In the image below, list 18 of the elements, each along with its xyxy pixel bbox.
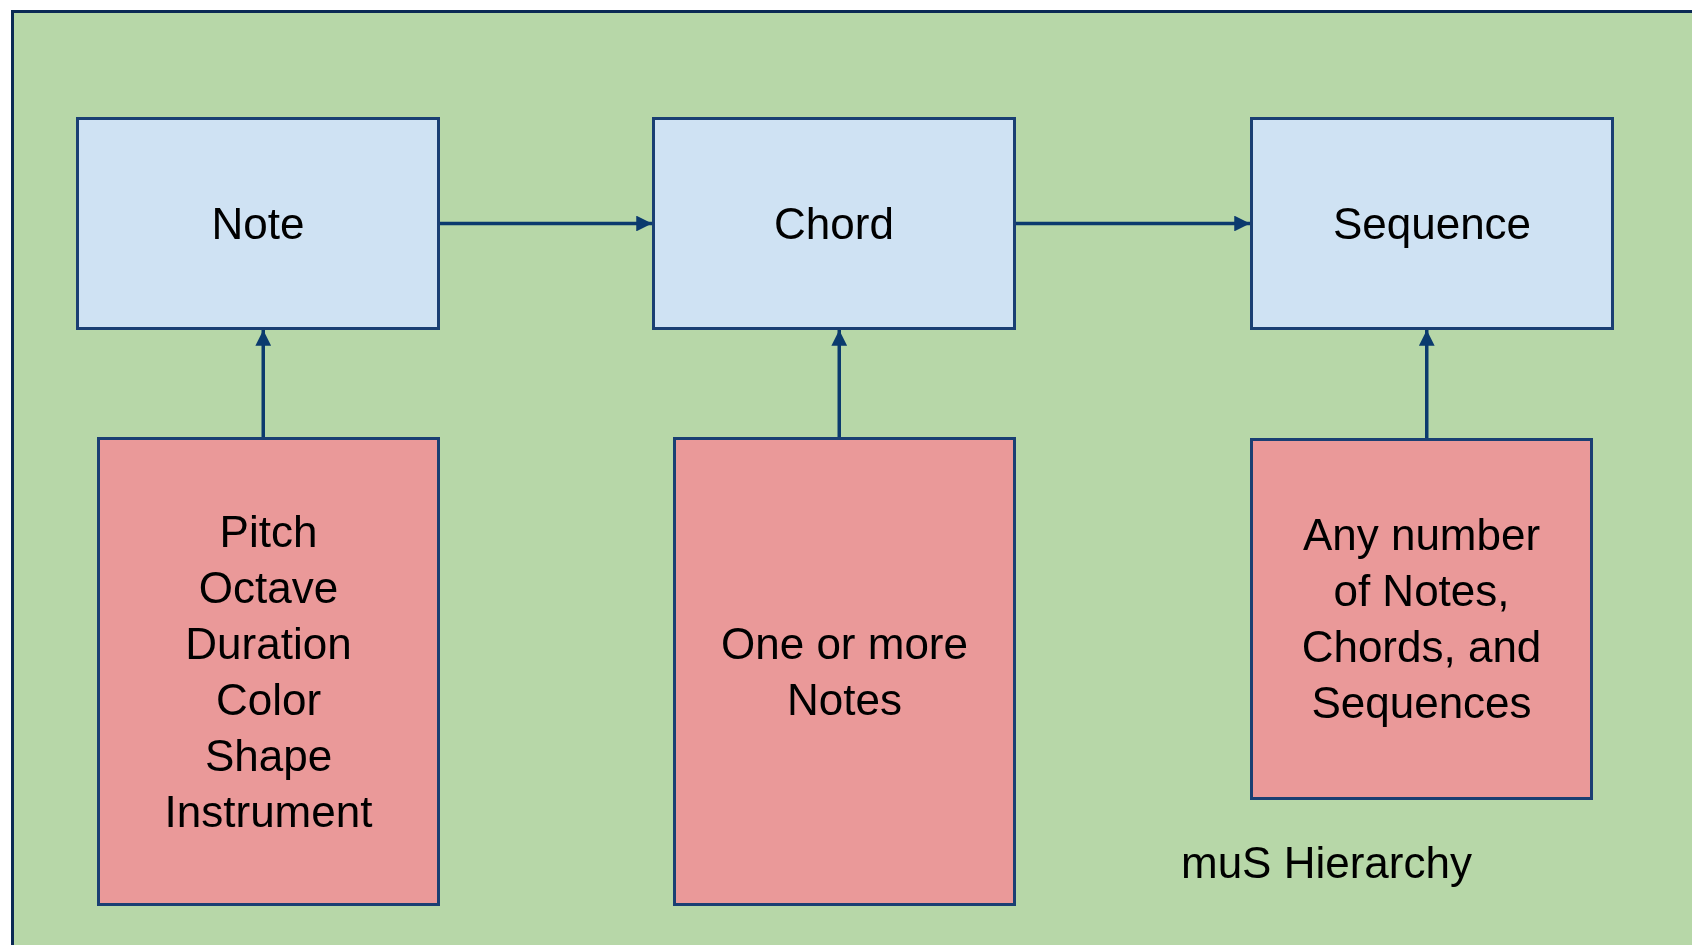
box-label: Sequence bbox=[1332, 197, 1532, 250]
attribute-box bbox=[1250, 438, 1593, 800]
entity-box bbox=[76, 117, 440, 330]
arrow bbox=[255, 330, 272, 437]
box-label: Pitch Octave Duration Color Shape Instrument bbox=[163, 505, 374, 838]
arrow bbox=[831, 330, 848, 437]
caption: muS Hierarchy bbox=[1181, 838, 1472, 888]
entity-box bbox=[1250, 117, 1614, 330]
box-label: Note bbox=[211, 197, 305, 250]
entity-box bbox=[652, 117, 1016, 330]
arrow bbox=[440, 215, 652, 232]
arrow bbox=[1016, 215, 1250, 232]
arrow bbox=[1418, 330, 1435, 438]
attribute-box bbox=[97, 437, 440, 906]
box-label: Chord bbox=[774, 197, 894, 250]
box-label: Any number of Notes, Chords, and Sequences bbox=[1300, 509, 1543, 729]
box-label: One or more Notes bbox=[720, 617, 969, 726]
attribute-box bbox=[673, 437, 1016, 906]
